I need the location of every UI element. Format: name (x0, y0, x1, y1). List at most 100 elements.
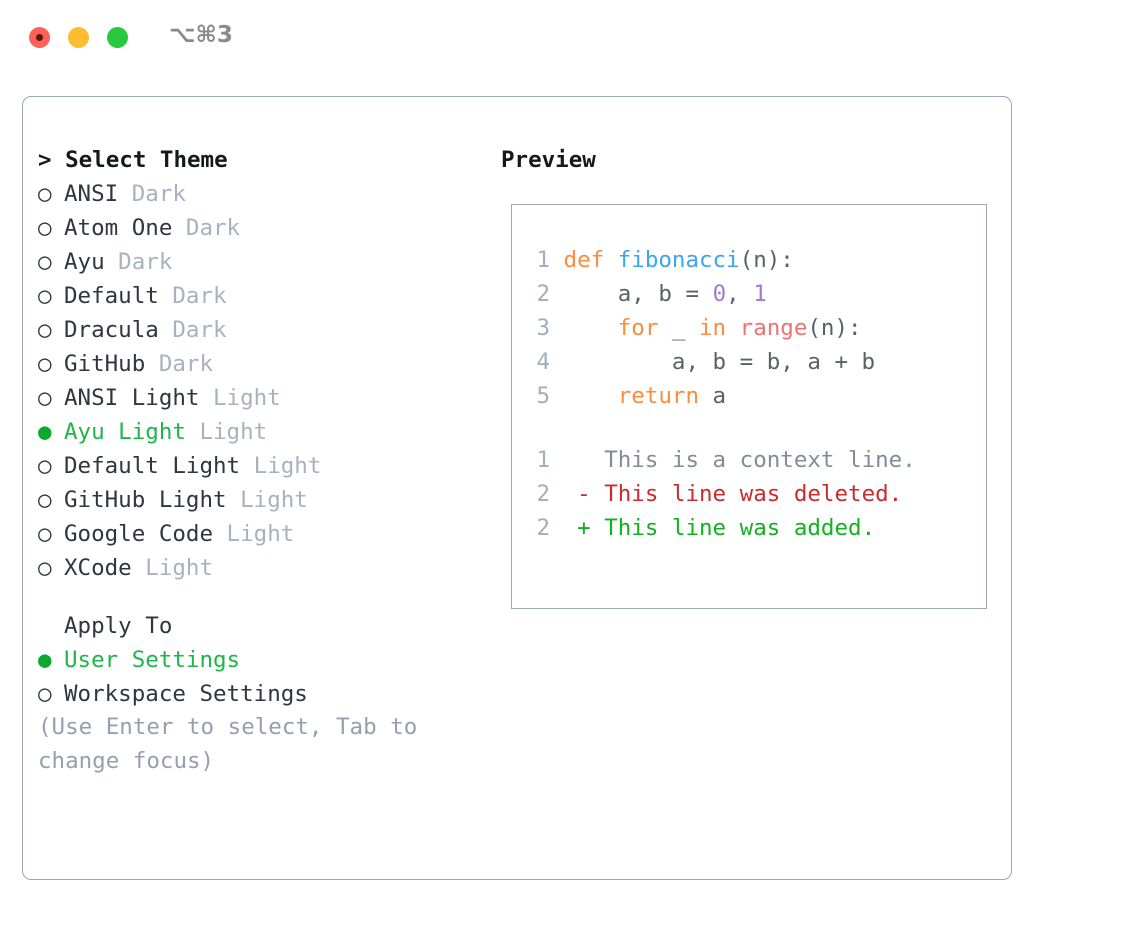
code-line-number: 4 (536, 349, 550, 375)
diff-line-number: 1 (536, 447, 550, 473)
theme-category: Dark (118, 181, 186, 207)
theme-category: Dark (145, 351, 214, 377)
code-token: return (617, 383, 700, 409)
theme-selector-column: > Select Theme ○ANSI Dark○Atom One Dark○… (38, 143, 468, 711)
theme-category: Light (199, 385, 281, 411)
radio-selected-icon: ● (38, 647, 52, 673)
code-line: 2 a, b = 0, 1 (526, 277, 980, 311)
diff-text: This line was added. (604, 515, 876, 541)
theme-list-item[interactable]: ○ XCode Light (38, 551, 468, 585)
diff-sign: + (550, 515, 605, 541)
theme-name: XCode (64, 555, 132, 581)
section-spacer (38, 585, 468, 609)
theme-category: Light (226, 487, 308, 513)
diff-text: This is a context line. (604, 447, 916, 473)
code-token: in (699, 315, 727, 341)
code-token: for (617, 315, 659, 341)
preview-heading: Preview (501, 147, 596, 173)
theme-list-item[interactable]: ○ Default Light Light (38, 449, 468, 483)
code-line-number: 2 (536, 281, 550, 307)
apply-to-option[interactable]: ● User Settings (38, 643, 468, 677)
title-bar: ⌥⌘3 (0, 0, 1140, 76)
theme-list-item[interactable]: ○Dracula Dark (38, 313, 468, 347)
code-line: 3 for _ in range(n): (526, 311, 980, 345)
diff-sign (550, 447, 604, 473)
keyboard-hint-text: (Use Enter to select, Tab to change focu… (38, 714, 418, 774)
theme-list-item[interactable]: ○ GitHub Light Light (38, 483, 468, 517)
theme-category: Light (185, 419, 268, 445)
theme-name: ANSI Light (64, 385, 200, 411)
theme-list-item[interactable]: ○ANSI Dark (38, 177, 468, 211)
theme-name: GitHub Light (64, 487, 227, 513)
radio-unselected-icon: ○ (38, 453, 52, 479)
code-line: 5 return a (526, 379, 980, 413)
radio-unselected-icon: ○ (38, 521, 52, 547)
theme-name: ANSI (64, 181, 119, 207)
apply-to-label: Workspace Settings (64, 681, 308, 707)
theme-list[interactable]: ○ANSI Dark○Atom One Dark○Ayu Dark○Defaul… (38, 177, 468, 585)
theme-list-item[interactable]: ○ Ayu Dark (38, 245, 468, 279)
radio-unselected-icon: ○ (38, 215, 52, 241)
theme-category: Light (213, 521, 295, 547)
code-diff-spacer (526, 413, 980, 443)
theme-name: Ayu (64, 249, 105, 275)
code-token (564, 315, 618, 341)
diff-line: 2 + This line was added. (526, 511, 980, 545)
code-line: 1 def fibonacci(n): (526, 243, 980, 277)
theme-category: Dark (158, 317, 227, 343)
diff-line: 2 - This line was deleted. (526, 477, 980, 511)
code-token (726, 315, 740, 341)
theme-list-item[interactable]: ○Atom One Dark (38, 211, 468, 245)
code-line: 4 a, b = b, a + b (526, 345, 980, 379)
apply-to-list[interactable]: ● User Settings ○ Workspace Settings (38, 643, 468, 711)
theme-list-item[interactable]: ● Ayu Light Light (38, 415, 468, 449)
radio-unselected-icon: ○ (38, 283, 52, 309)
code-token: def (563, 247, 605, 273)
keyboard-shortcut-label: ⌥⌘3 (169, 22, 233, 48)
apply-to-label: User Settings (64, 647, 241, 673)
code-gutter-space (550, 281, 564, 307)
code-token: _ (658, 315, 700, 341)
code-gutter-space (550, 383, 564, 409)
code-line-number: 3 (536, 315, 550, 341)
radio-unselected-icon: ○ (38, 681, 52, 707)
radio-unselected-icon: ○ (38, 249, 52, 275)
diff-line-number: 2 (536, 481, 550, 507)
theme-list-item[interactable]: ○ Google Code Light (38, 517, 468, 551)
code-token: 0 (712, 281, 727, 307)
code-line-number: 1 (536, 247, 550, 273)
code-line-number: 5 (536, 383, 550, 409)
radio-unselected-icon: ○ (38, 351, 52, 377)
code-token: (n): (807, 315, 862, 341)
code-token: (n): (739, 247, 794, 273)
theme-category: Dark (158, 283, 227, 309)
maximize-window-button[interactable] (107, 27, 128, 48)
theme-category: Light (131, 555, 214, 581)
code-token: , (726, 281, 754, 307)
theme-list-item[interactable]: ○Default Dark (38, 279, 468, 313)
apply-to-header: Apply To (64, 613, 173, 639)
minimize-window-button[interactable] (68, 27, 89, 48)
theme-category: Dark (104, 249, 173, 275)
diff-line: 1 This is a context line. (526, 443, 980, 477)
theme-list-item[interactable]: ○ ANSI Light Light (38, 381, 468, 415)
diff-sample: 1 This is a context line.2 - This line w… (526, 443, 980, 545)
theme-name: Google Code (64, 521, 214, 547)
radio-unselected-icon: ○ (38, 317, 52, 343)
radio-unselected-icon: ○ (38, 555, 52, 581)
theme-name: Ayu Light (64, 419, 186, 445)
code-token (604, 247, 618, 273)
code-token: range (739, 315, 808, 341)
theme-list-item[interactable]: ○GitHub Dark (38, 347, 468, 381)
diff-text: This line was deleted. (604, 481, 903, 507)
radio-unselected-icon: ○ (38, 487, 52, 513)
radio-selected-icon: ● (38, 419, 52, 445)
code-token: a (699, 383, 727, 409)
diff-sign: - (550, 481, 605, 507)
radio-unselected-icon: ○ (38, 385, 52, 411)
theme-category: Light (240, 453, 322, 479)
theme-name: Default Light (64, 453, 241, 479)
apply-to-option[interactable]: ○ Workspace Settings (38, 677, 468, 711)
